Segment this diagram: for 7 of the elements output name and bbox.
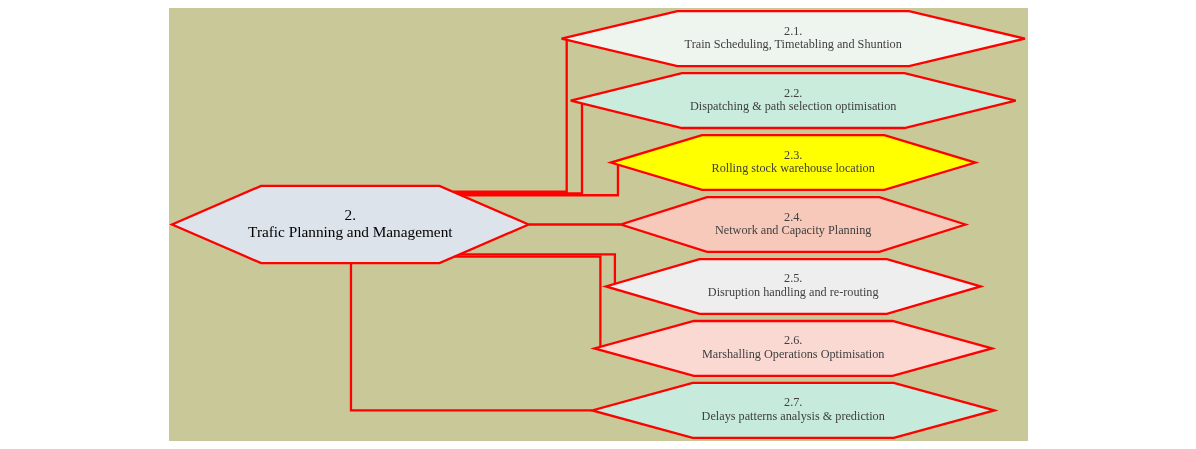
connector — [459, 253, 616, 284]
connector — [528, 223, 621, 226]
connector — [456, 103, 583, 195]
connector — [349, 263, 592, 412]
connector — [452, 39, 568, 193]
connector — [454, 255, 601, 347]
connector — [460, 164, 619, 197]
